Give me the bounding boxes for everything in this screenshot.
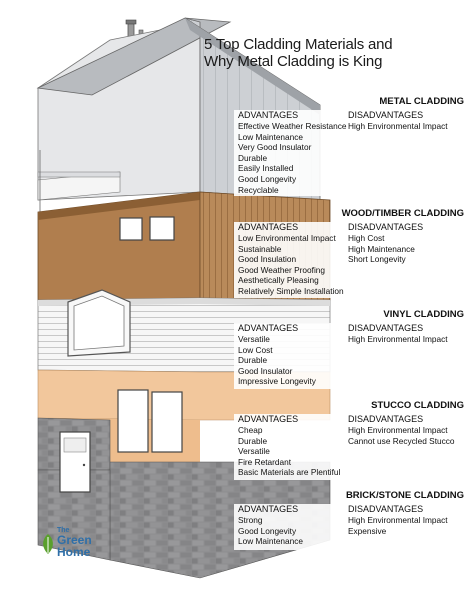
advantages-list: ADVANTAGES Strong Good Longevity Low Mai… xyxy=(238,504,303,547)
advantages-list: ADVANTAGES Versatile Low Cost Durable Go… xyxy=(238,323,316,387)
advantage-item: Low Maintenance xyxy=(238,131,304,142)
disadvantage-item: High Cost xyxy=(348,233,385,243)
advantage-item: Durable xyxy=(238,435,268,446)
advantage-item: Relatively Simple Installation xyxy=(238,285,344,296)
logo-text: The Green Home xyxy=(57,527,92,558)
advantage-item: Good Insulator xyxy=(238,365,293,376)
advantages-panel xyxy=(234,504,342,550)
disadvantages-label: DISADVANTAGES xyxy=(348,110,424,120)
advantage-item: Low Environmental Impact xyxy=(238,233,336,243)
disadvantage-item: Short Longevity xyxy=(348,254,406,265)
disadvantages-list: DISADVANTAGES High Environmental Impact … xyxy=(348,504,448,536)
advantage-item: Recyclable xyxy=(238,184,279,195)
green-home-logo: The Green Home xyxy=(40,527,100,561)
advantages-list: ADVANTAGES Effective Weather Resistance … xyxy=(238,110,347,195)
section-brick: BRICK/STONE CLADDING ADVANTAGES Strong G… xyxy=(232,490,464,554)
advantages-list: ADVANTAGES Cheap Durable Versatile Fire … xyxy=(238,414,340,478)
advantages-label: ADVANTAGES xyxy=(238,222,299,232)
advantage-item: Fire Retardant xyxy=(238,456,292,467)
section-stucco: STUCCO CLADDING ADVANTAGES Cheap Durable… xyxy=(232,400,464,482)
advantage-item: Very Good Insulator xyxy=(238,142,312,153)
disadvantage-item: High Environmental Impact xyxy=(348,334,448,344)
disadvantages-list: DISADVANTAGES High Environmental Impact … xyxy=(348,414,455,446)
disadvantages-list: DISADVANTAGES High Cost High Maintenance… xyxy=(348,222,423,265)
advantage-item: Aesthetically Pleasing xyxy=(238,275,319,286)
disadvantages-label: DISADVANTAGES xyxy=(348,323,424,333)
section-heading: VINYL CLADDING xyxy=(383,309,464,320)
disadvantage-item: High Environmental Impact xyxy=(348,121,448,131)
advantages-panel xyxy=(234,323,342,389)
disadvantage-item: Expensive xyxy=(348,525,387,536)
advantage-item: Sustainable xyxy=(238,243,282,254)
disadvantage-item: High Environmental Impact xyxy=(348,425,448,435)
section-wood: WOOD/TIMBER CLADDING ADVANTAGES Low Envi… xyxy=(232,208,464,300)
advantage-item: Versatile xyxy=(238,446,270,457)
advantage-item: Basic Materials are Plentiful xyxy=(238,467,341,478)
disadvantage-item: Cannot use Recycled Stucco xyxy=(348,435,455,446)
advantage-item: Effective Weather Resistance xyxy=(238,121,347,131)
logo-line-3: Home xyxy=(57,545,91,559)
advantages-label: ADVANTAGES xyxy=(238,323,299,333)
advantages-label: ADVANTAGES xyxy=(238,414,299,424)
advantage-item: Cheap xyxy=(238,425,263,435)
disadvantages-label: DISADVANTAGES xyxy=(348,414,424,424)
advantages-panel xyxy=(234,414,342,480)
advantage-item: Easily Installed xyxy=(238,163,294,174)
title-line-2: Why Metal Cladding is King xyxy=(204,53,383,70)
logo-line-2: Green xyxy=(57,533,92,547)
section-heading: WOOD/TIMBER CLADDING xyxy=(341,208,464,219)
advantage-item: Good Weather Proofing xyxy=(238,264,326,275)
disadvantages-label: DISADVANTAGES xyxy=(348,504,424,514)
metal-cladding-level xyxy=(36,17,321,232)
section-heading: BRICK/STONE CLADDING xyxy=(345,490,464,501)
leaf-icon xyxy=(43,534,53,554)
section-vinyl: VINYL CLADDING ADVANTAGES Versatile Low … xyxy=(232,309,464,391)
advantages-label: ADVANTAGES xyxy=(238,504,299,514)
advantage-item: Good Insulation xyxy=(238,254,297,265)
advantage-item: Durable xyxy=(238,152,268,163)
advantage-item: Good Longevity xyxy=(238,525,297,536)
advantages-label: ADVANTAGES xyxy=(238,110,299,120)
disadvantage-item: High Environmental Impact xyxy=(348,515,448,525)
advantages-panel xyxy=(234,110,342,196)
advantage-item: Impressive Longevity xyxy=(238,376,316,387)
advantages-panel xyxy=(234,222,342,298)
infographic-title: 5 Top Cladding Materials and Why Metal C… xyxy=(204,36,472,70)
section-metal: METAL CLADDING ADVANTAGES Effective Weat… xyxy=(232,96,464,196)
advantage-item: Durable xyxy=(238,355,268,366)
disadvantage-item: High Maintenance xyxy=(348,243,415,254)
advantage-item: Low Maintenance xyxy=(238,536,304,547)
section-heading: METAL CLADDING xyxy=(379,96,464,107)
disadvantages-list: DISADVANTAGES High Environmental Impact xyxy=(348,323,448,345)
advantage-item: Strong xyxy=(238,515,263,525)
advantage-item: Low Cost xyxy=(238,344,273,355)
title-line-1: 5 Top Cladding Materials and xyxy=(204,36,393,53)
disadvantages-label: DISADVANTAGES xyxy=(348,222,424,232)
advantage-item: Good Longevity xyxy=(238,173,297,184)
section-heading: STUCCO CLADDING xyxy=(371,400,464,411)
advantage-item: Versatile xyxy=(238,334,270,344)
advantages-list: ADVANTAGES Low Environmental Impact Sust… xyxy=(238,222,344,297)
logo-line-1: The xyxy=(57,527,70,534)
disadvantages-list: DISADVANTAGES High Environmental Impact xyxy=(348,110,448,132)
